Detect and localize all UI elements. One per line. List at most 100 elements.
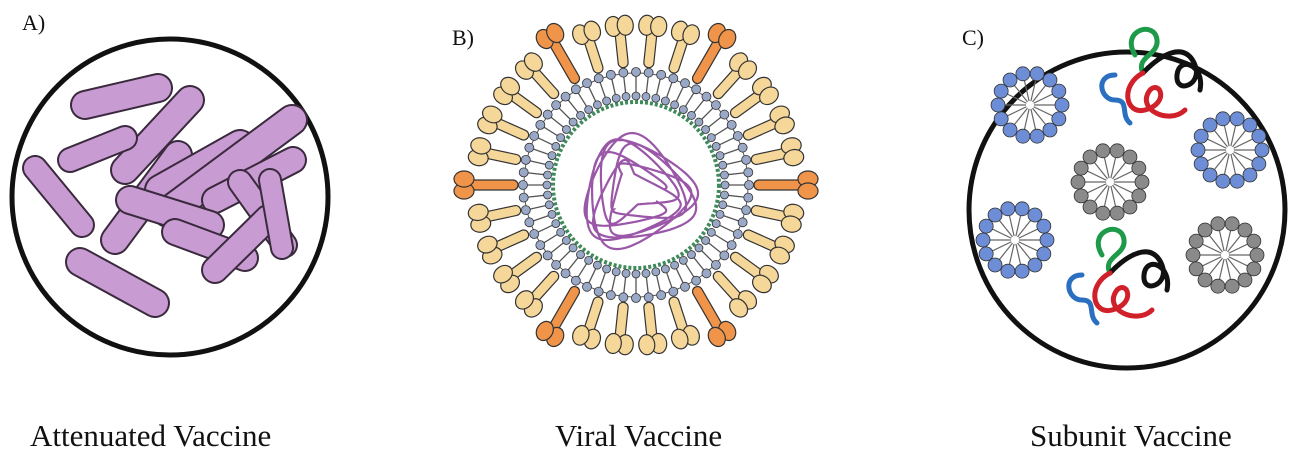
- micelle-head: [1052, 84, 1066, 98]
- lipid-head-outer: [742, 155, 751, 164]
- micelle-head: [1243, 168, 1257, 182]
- micelle-head: [1216, 112, 1230, 126]
- lipid-head-inner: [719, 201, 727, 209]
- lipid-head-inner: [622, 269, 630, 277]
- lipid-head-inner: [577, 251, 585, 259]
- micelle-head: [1043, 123, 1057, 137]
- spike-head-lobe: [454, 171, 474, 187]
- lipid-head-outer: [519, 181, 528, 190]
- lipid-head-outer: [692, 276, 701, 285]
- micelle-head: [1225, 279, 1239, 293]
- micelle-head: [1015, 202, 1029, 216]
- lipid-head-outer: [519, 193, 528, 202]
- subunit-vaccine-illustration: [969, 29, 1285, 368]
- lipid-head-inner: [716, 210, 724, 218]
- micelle-head: [1001, 264, 1015, 278]
- viral-vaccine-illustration: [454, 14, 818, 355]
- lipid-head-inner: [562, 126, 570, 134]
- lipid-head-outer: [727, 120, 736, 129]
- lipid-head-outer: [543, 251, 552, 260]
- lipid-head-inner: [593, 261, 601, 269]
- lipid-head-inner: [716, 152, 724, 160]
- viral-vaccine-caption: Viral Vaccine: [555, 418, 722, 454]
- lipid-head-inner: [585, 106, 593, 114]
- lipid-head-inner: [544, 171, 552, 179]
- cream-spike-protein: [604, 301, 637, 356]
- lipid-head-outer: [525, 143, 534, 152]
- lipid-head-inner: [545, 201, 553, 209]
- micelle-head: [1230, 112, 1244, 126]
- micelle-head: [1247, 234, 1261, 248]
- micelle-head: [1191, 143, 1205, 157]
- micelle-head: [1132, 161, 1146, 175]
- micelle-head: [1071, 175, 1085, 189]
- micelle-head: [1096, 206, 1110, 220]
- lipid-head-outer: [525, 218, 534, 227]
- lipid-head-outer: [657, 70, 666, 79]
- lipid-head-outer: [681, 79, 690, 88]
- lipid-head-inner: [545, 161, 553, 169]
- micelle-head: [1083, 150, 1097, 164]
- lipid-head-outer: [536, 241, 545, 250]
- micelle-head: [1135, 175, 1149, 189]
- lipid-head-outer: [561, 269, 570, 278]
- lipid-head-inner: [712, 142, 720, 150]
- micelle-head: [1030, 67, 1044, 81]
- lipid-head-inner: [552, 142, 560, 150]
- micelle-head: [991, 98, 1005, 112]
- lipid-head-outer: [552, 260, 561, 269]
- lipid-head-outer: [720, 110, 729, 119]
- lipid-head-inner: [585, 256, 593, 264]
- lipid-head-outer: [738, 218, 747, 227]
- micelle-head: [1028, 258, 1042, 272]
- lipid-head-inner: [603, 265, 611, 273]
- lipid-head-outer: [744, 193, 753, 202]
- micelle-head: [1074, 189, 1088, 203]
- lipid-head-inner: [720, 191, 728, 199]
- lipid-head-outer: [632, 294, 641, 303]
- cream-spike-protein: [467, 196, 524, 234]
- micelle-head: [1225, 217, 1239, 231]
- micelle-head: [988, 208, 1002, 222]
- lipid-head-inner: [632, 92, 640, 100]
- lipid-head-outer: [571, 85, 580, 94]
- micelle-head: [1040, 233, 1054, 247]
- lipid-head-inner: [577, 111, 585, 119]
- lipid-head-inner: [612, 268, 620, 276]
- lipid-head-inner: [562, 236, 570, 244]
- lipid-head-outer: [536, 120, 545, 129]
- micelle-head: [1001, 202, 1015, 216]
- lipid-head-inner: [671, 101, 679, 109]
- micelle-head: [1194, 157, 1208, 171]
- lipid-head-outer: [738, 143, 747, 152]
- lipid-head-outer: [606, 70, 615, 79]
- lipid-head-inner: [652, 268, 660, 276]
- micelle-head: [1037, 219, 1051, 233]
- lipid-head-outer: [720, 251, 729, 260]
- lipid-head-outer: [582, 282, 591, 291]
- lipid-head-inner: [679, 256, 687, 264]
- lipid-head-inner: [552, 220, 560, 228]
- lipid-head-outer: [632, 68, 641, 77]
- micelle-head: [1230, 174, 1244, 188]
- cream-spike-protein: [467, 136, 524, 174]
- lipid-head-outer: [543, 110, 552, 119]
- micelle-head: [1238, 273, 1252, 287]
- lipid-head-inner: [671, 261, 679, 269]
- lipid-head-inner: [612, 94, 620, 102]
- lipid-head-outer: [711, 101, 720, 110]
- lipid-head-outer: [561, 92, 570, 101]
- micelle-head: [1016, 129, 1030, 143]
- lipid-head-outer: [619, 293, 628, 302]
- lipid-head-outer: [742, 206, 751, 215]
- lipid-head-outer: [669, 287, 678, 296]
- lipid-head-outer: [606, 291, 615, 300]
- lipid-head-inner: [719, 161, 727, 169]
- micelle-head: [1186, 248, 1200, 262]
- lipid-head-inner: [548, 152, 556, 160]
- lipid-head-outer: [657, 291, 666, 300]
- lipid-head-outer: [594, 74, 603, 83]
- lipid-head-inner: [603, 97, 611, 105]
- lipid-head-outer: [692, 85, 701, 94]
